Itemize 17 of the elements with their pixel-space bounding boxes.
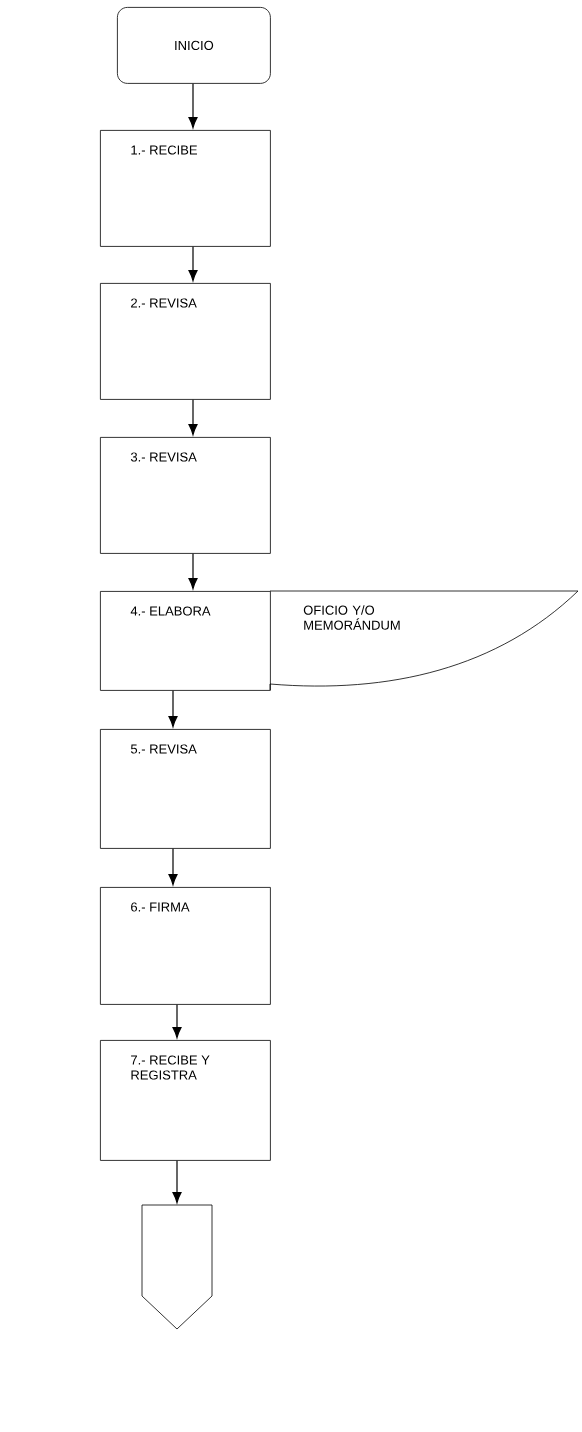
- process-box: 3.- REVISA: [100, 437, 271, 554]
- start-box: INICIO: [117, 7, 271, 84]
- arrow: [188, 246, 198, 282]
- process-box: 6.- FIRMA: [100, 887, 271, 1005]
- arrow: [168, 690, 178, 728]
- arrow: [188, 399, 198, 436]
- process-box: 4.- ELABORA: [100, 591, 271, 691]
- arrow: [188, 83, 198, 129]
- arrow: [168, 848, 178, 886]
- arrow: [172, 1160, 182, 1204]
- arrow: [172, 1004, 182, 1039]
- process-box: 1.- RECIBE: [100, 130, 271, 247]
- process-box: 2.- REVISA: [100, 283, 271, 400]
- process-box: 5.- REVISA: [100, 729, 271, 849]
- process-box: 7.- RECIBE Y REGISTRA: [100, 1040, 271, 1161]
- arrow: [188, 553, 198, 590]
- off-page-connector: [141, 1204, 213, 1330]
